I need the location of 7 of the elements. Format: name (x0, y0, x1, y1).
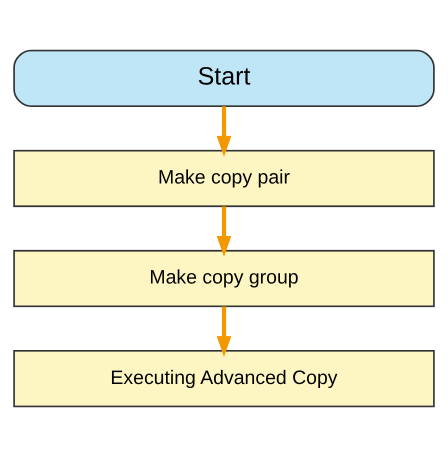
node-box: Start (13, 50, 435, 107)
node-box: Executing Advanced Copy (13, 350, 435, 408)
arrow (216, 106, 232, 157)
arrow (216, 206, 232, 257)
node-box: Make copy group (13, 250, 435, 308)
arrow (216, 306, 232, 357)
node-box: Make copy pair (13, 150, 435, 208)
